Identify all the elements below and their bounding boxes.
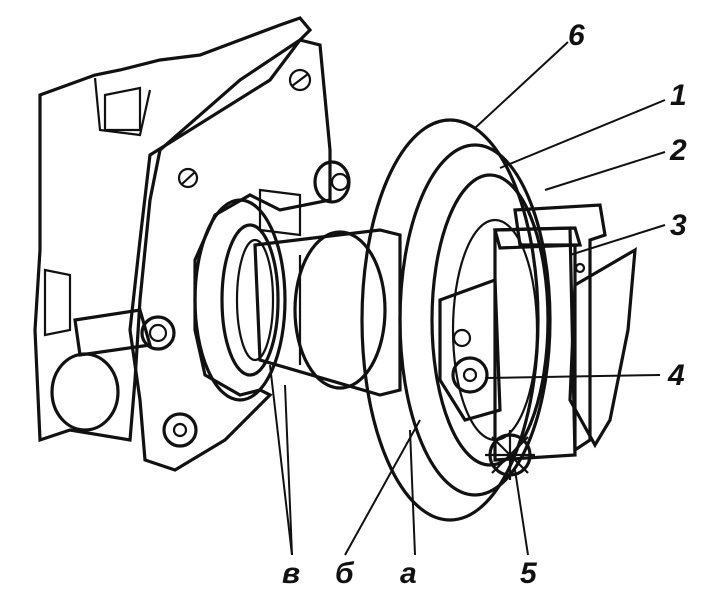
- screw-bottom: [162, 412, 198, 448]
- shaft-drum: [253, 228, 402, 397]
- pointer-blade: [568, 247, 637, 449]
- callout-2: 2: [669, 134, 687, 167]
- spring-block: [492, 203, 607, 462]
- callout-a: а: [400, 557, 417, 590]
- bolt-mid-left: [73, 308, 176, 357]
- pawl-wheel: [451, 328, 489, 394]
- callout-5: 5: [520, 557, 538, 590]
- screw-top: [288, 68, 312, 92]
- callout-b: б: [335, 557, 355, 590]
- bearing-flange: [193, 198, 287, 402]
- gear-disk: [360, 118, 552, 522]
- knob-lower-left: [50, 352, 120, 432]
- lever-arm: [438, 277, 502, 422]
- screw-upper-left: [177, 167, 199, 189]
- callout-6: 6: [568, 19, 585, 52]
- nut-upper-right: [313, 160, 351, 204]
- leader-lines: [269, 41, 666, 556]
- callout-v: в: [282, 557, 300, 590]
- housing-body: [33, 16, 313, 443]
- callout-3: 3: [670, 209, 687, 242]
- callout-4: 4: [667, 359, 685, 392]
- callout-1: 1: [670, 79, 687, 112]
- star-wheel: [485, 430, 535, 480]
